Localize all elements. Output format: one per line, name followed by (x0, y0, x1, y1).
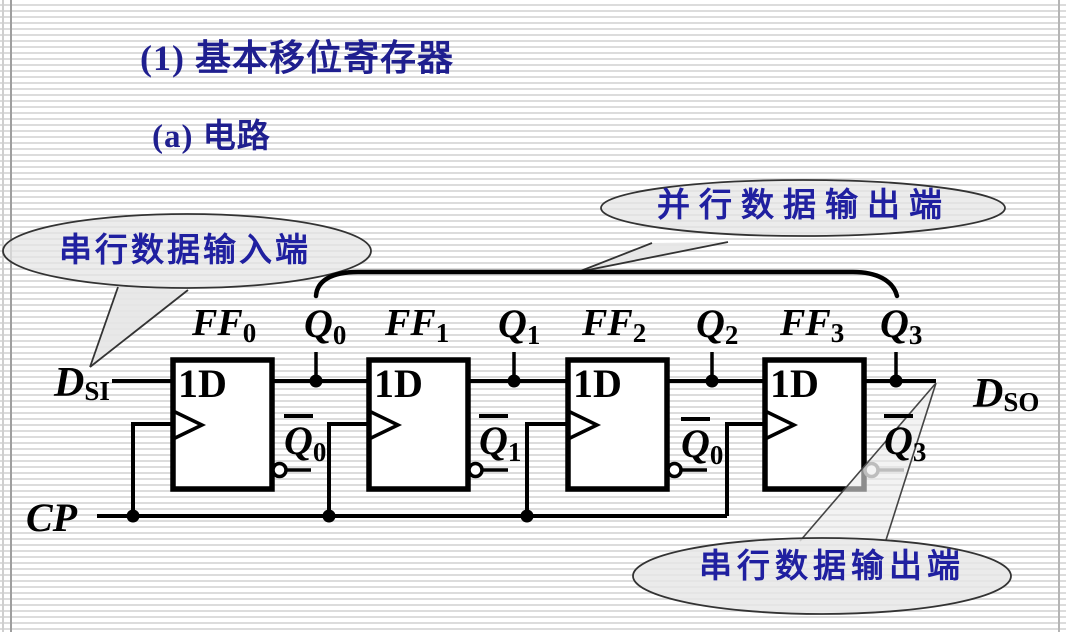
ff1-inversion-bubble (467, 461, 484, 479)
ff1-box (366, 357, 471, 492)
ff0-clock-chevron (172, 409, 207, 441)
cp-label: CP (26, 495, 78, 540)
ff0-box (170, 357, 275, 492)
q1-junction-dot (507, 374, 521, 388)
q2-junction-dot (705, 374, 719, 388)
dsi-label: DSI (54, 362, 110, 405)
ff0-inversion-bubble (271, 461, 288, 479)
ff2-name: FF2 (582, 302, 647, 348)
ff3-clock-chevron (764, 409, 799, 441)
cp-junction-dot-0 (126, 509, 140, 523)
ff2-1d-label: 1D (573, 361, 622, 406)
cp-junction-dot-1 (322, 509, 336, 523)
clock-chevrons (172, 409, 799, 441)
ff3-box (762, 357, 867, 492)
left-outer-border (2, 0, 4, 632)
circuit-wires (97, 352, 936, 518)
q0-junction-dot (309, 374, 323, 388)
dsi-sub: SI (84, 376, 110, 406)
ff2-q-label: Q2 (696, 301, 739, 350)
ff3-q-label: Q3 (880, 301, 923, 350)
ff3-clock-wire (725, 422, 765, 516)
ff3-1d-label: 1D (770, 361, 819, 406)
ff1-name: FF1 (385, 302, 450, 348)
dso-sub: SO (1003, 387, 1040, 417)
parallel-outputs-brace (313, 269, 900, 299)
ff1-qbar-label: Q1 (479, 414, 521, 466)
ff3-name: FF3 (780, 302, 845, 348)
callout-serial-input-bubble (2, 213, 372, 368)
callout-parallel-output-bubble (577, 179, 1006, 273)
ff2-inversion-bubble (666, 461, 683, 479)
ff1-clock-chevron (368, 409, 403, 441)
ff0-clock-wire (131, 422, 173, 516)
ff2-box (565, 357, 670, 492)
dso-label: DSO (973, 373, 1039, 416)
callout-parallel-output-text: 并行数据输出端 (657, 188, 951, 224)
ff2-qbar-label: Q0 (681, 417, 723, 469)
ff2-clock-chevron (567, 409, 602, 441)
ff0-qbar-label: Q0 (284, 414, 326, 466)
flipflop-boxes (170, 357, 867, 492)
right-border (1058, 0, 1060, 632)
callout-serial-output-bubble (632, 382, 1012, 615)
cp-junction-dot-2 (520, 509, 534, 523)
left-inner-border (10, 0, 12, 632)
callout-serial-output-text: 串行数据输出端 (699, 549, 965, 585)
callout-serial-input-text: 串行数据输入端 (59, 233, 311, 269)
ff0-q-label: Q0 (304, 301, 347, 350)
dso-main: D (973, 371, 1004, 417)
ff0-1d-label: 1D (178, 361, 227, 406)
page-title: (1) 基本移位寄存器 (140, 38, 454, 78)
ff3-qbar-label: Q3 (884, 414, 926, 466)
ff1-clock-wire (327, 422, 369, 516)
ff1-q-label: Q1 (498, 301, 541, 350)
page-subtitle: (a) 电路 (152, 119, 271, 155)
junction-dots (126, 374, 903, 523)
ff1-1d-label: 1D (374, 361, 423, 406)
dsi-main: D (54, 360, 85, 406)
q3-junction-dot (889, 374, 903, 388)
ff0-name: FF0 (192, 302, 257, 348)
ff2-clock-wire (525, 422, 568, 516)
